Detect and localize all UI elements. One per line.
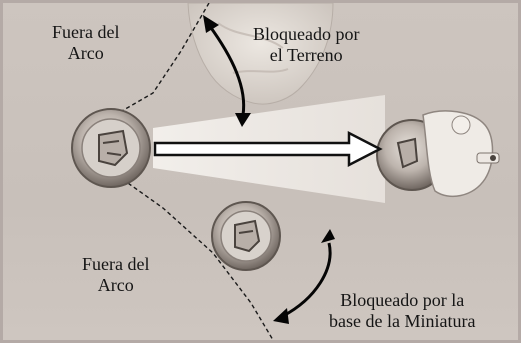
label-out-of-arc-bottom: Fuera del Arco [82, 254, 150, 295]
blocking-miniature-icon [211, 201, 281, 271]
rock-terrain-icon [187, 3, 334, 105]
line-of-fire-arrow [153, 130, 383, 168]
target-miniature-icon [376, 110, 500, 198]
terrain-blocked-curved-arrow [203, 15, 251, 127]
attacker-miniature-icon [71, 108, 151, 188]
arc-boundary-bottom [110, 170, 274, 340]
label-blocked-by-terrain: Bloqueado por el Terreno [253, 24, 360, 65]
base-blocked-curved-arrow [273, 229, 335, 324]
label-blocked-by-base: Bloqueado por la base de la Miniatura [329, 290, 476, 331]
diagram-canvas [71, 3, 500, 340]
label-out-of-arc-top: Fuera del Arco [52, 22, 120, 63]
arc-boundary-top [114, 3, 210, 116]
